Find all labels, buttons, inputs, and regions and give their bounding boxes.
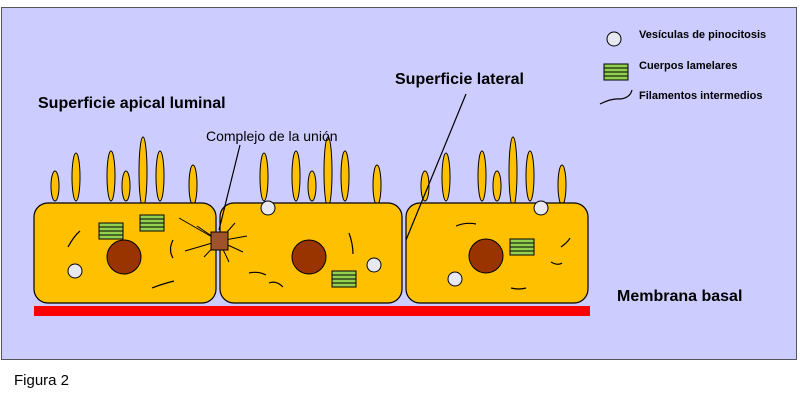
apical-surface-label: Superficie apical luminal bbox=[38, 95, 226, 112]
vesicle bbox=[260, 200, 276, 216]
lamellar-body bbox=[331, 270, 357, 288]
vesicle-icon bbox=[606, 31, 622, 47]
basal-membrane bbox=[34, 306, 590, 316]
lamellar-body bbox=[509, 238, 535, 256]
lateral-pointer bbox=[405, 93, 467, 241]
junction-complex bbox=[178, 217, 248, 263]
lamellar-body bbox=[98, 222, 124, 240]
vesicle bbox=[533, 200, 549, 216]
legend-label-filaments: Filamentos intermedios bbox=[639, 90, 763, 102]
vesicle bbox=[366, 257, 382, 273]
basal-membrane-label: Membrana basal bbox=[617, 288, 743, 305]
filament-icon bbox=[599, 89, 633, 105]
figure-caption: Figura 2 bbox=[14, 372, 70, 389]
vesicle bbox=[447, 271, 463, 287]
nucleus bbox=[468, 238, 504, 274]
vesicle bbox=[67, 263, 83, 279]
lamellar-body bbox=[139, 214, 165, 232]
microvilli-cell-3 bbox=[420, 136, 567, 208]
nucleus bbox=[291, 239, 327, 275]
nucleus bbox=[106, 239, 142, 275]
microvilli-cell-1 bbox=[50, 136, 198, 208]
vesicles bbox=[67, 200, 549, 287]
junction-complex-label: Complejo de la unión bbox=[206, 128, 338, 144]
filaments bbox=[67, 222, 571, 290]
microvilli-cell-2 bbox=[259, 136, 382, 208]
lamellar-body-icon bbox=[603, 63, 629, 81]
junction-pointer bbox=[218, 144, 241, 231]
legend-label-lamellar: Cuerpos lamelares bbox=[639, 60, 738, 72]
legend-label-vesicles: Vesículas de pinocitosis bbox=[639, 29, 767, 41]
lateral-surface-label: Superficie lateral bbox=[395, 71, 524, 88]
